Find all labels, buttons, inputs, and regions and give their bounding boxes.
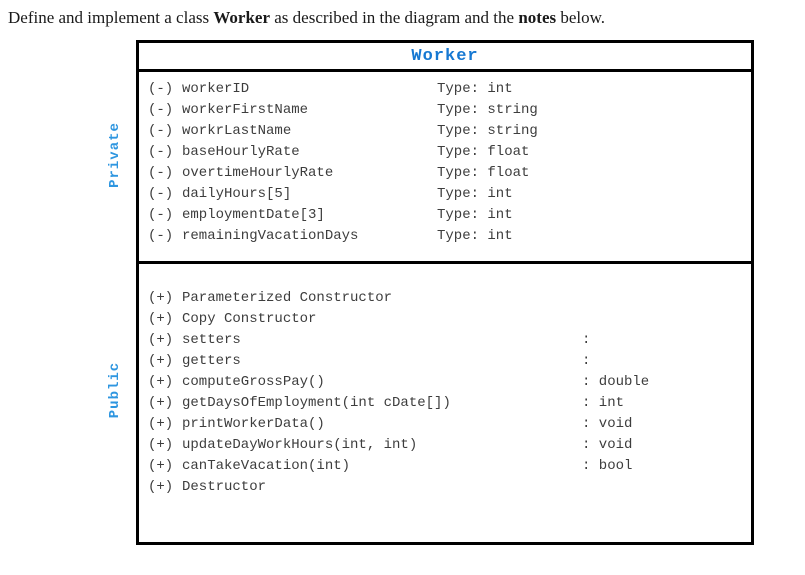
instruction-part-3: below. [556, 8, 606, 27]
public-members-section: (+) Parameterized Constructor (+) Copy Con… [139, 264, 751, 542]
member-name: dailyHours[5] [182, 186, 292, 202]
private-member-row: (-) workrLastName Type: string [148, 121, 751, 142]
instruction-text: Define and implement a class Worker as d… [8, 8, 605, 28]
visibility-prefix: (+) [148, 395, 174, 411]
visibility-prefix: (+) [148, 311, 174, 327]
method-return-type: : [582, 332, 591, 348]
method-return-type: : int [582, 395, 625, 411]
private-member-row: (-) workerFirstName Type: string [148, 100, 751, 121]
private-section-label: Private [107, 122, 123, 188]
private-member-row: (-) overtimeHourlyRate Type: float [148, 163, 751, 184]
visibility-prefix: (-) [148, 102, 174, 118]
instruction-bold-worker: Worker [213, 8, 271, 27]
private-member-row: (-) workerID Type: int [148, 79, 751, 100]
member-name: overtimeHourlyRate [182, 165, 334, 181]
member-type: Type: float [437, 165, 530, 181]
visibility-prefix: (+) [148, 290, 174, 306]
visibility-prefix: (+) [148, 458, 174, 474]
visibility-prefix: (+) [148, 374, 174, 390]
public-member-row: (+) Destructor [148, 477, 751, 498]
method-return-type: : void [582, 437, 633, 453]
method-name: updateDayWorkHours(int, int) [182, 437, 418, 453]
member-name: remainingVacationDays [182, 228, 359, 244]
method-return-type: : double [582, 374, 650, 390]
visibility-prefix: (-) [148, 123, 174, 139]
method-name: Destructor [182, 479, 267, 495]
visibility-prefix: (-) [148, 207, 174, 223]
private-member-row: (-) dailyHours[5] Type: int [148, 184, 751, 205]
method-name: Copy Constructor [182, 311, 317, 327]
method-name: canTakeVacation(int) [182, 458, 351, 474]
visibility-prefix: (+) [148, 332, 174, 348]
method-name: computeGrossPay() [182, 374, 325, 390]
instruction-part-1: Define and implement a class [8, 8, 214, 27]
member-name: workrLastName [182, 123, 292, 139]
visibility-prefix: (+) [148, 479, 174, 495]
visibility-prefix: (-) [148, 165, 174, 181]
instruction-part-2: as described in the diagram and the [270, 8, 519, 27]
method-name: printWorkerData() [182, 416, 325, 432]
member-name: baseHourlyRate [182, 144, 300, 160]
visibility-prefix: (+) [148, 437, 174, 453]
visibility-prefix: (+) [148, 416, 174, 432]
member-type: Type: string [437, 102, 538, 118]
visibility-prefix: (-) [148, 144, 174, 160]
public-member-row: (+) getDaysOfEmployment(int cDate[]) : int [148, 393, 751, 414]
private-member-row: (-) baseHourlyRate Type: float [148, 142, 751, 163]
public-member-row: (+) updateDayWorkHours(int, int) : void [148, 435, 751, 456]
method-name: setters [182, 332, 241, 348]
method-name: getDaysOfEmployment(int cDate[]) [182, 395, 451, 411]
public-section-label: Public [107, 361, 123, 419]
class-title: Worker [139, 43, 751, 72]
member-name: workerFirstName [182, 102, 309, 118]
method-return-type: : bool [582, 458, 633, 474]
public-member-row: (+) Parameterized Constructor [148, 288, 751, 309]
visibility-prefix: (-) [148, 186, 174, 202]
instruction-bold-notes: notes [518, 8, 557, 27]
method-return-type: : [582, 353, 591, 369]
public-member-row: (+) computeGrossPay() : double [148, 372, 751, 393]
member-type: Type: int [437, 186, 513, 202]
member-type: Type: int [437, 81, 513, 97]
private-member-row: (-) remainingVacationDays Type: int [148, 226, 751, 247]
public-member-row: (+) getters: [148, 351, 751, 372]
member-type: Type: int [437, 207, 513, 223]
visibility-prefix: (-) [148, 81, 174, 97]
method-name: Parameterized Constructor [182, 290, 393, 306]
class-diagram-box: Worker (-) workerID Type: int (-) workerFir… [136, 40, 754, 545]
member-type: Type: float [437, 144, 530, 160]
member-type: Type: string [437, 123, 538, 139]
public-member-row: (+) printWorkerData() : void [148, 414, 751, 435]
member-name: workerID [182, 81, 250, 97]
public-member-row: (+) setters: [148, 330, 751, 351]
method-return-type: : void [582, 416, 633, 432]
member-type: Type: int [437, 228, 513, 244]
member-name: employmentDate[3] [182, 207, 325, 223]
visibility-prefix: (+) [148, 353, 174, 369]
private-member-row: (-) employmentDate[3] Type: int [148, 205, 751, 226]
visibility-prefix: (-) [148, 228, 174, 244]
public-member-row: (+) canTakeVacation(int) : bool [148, 456, 751, 477]
method-name: getters [182, 353, 241, 369]
public-member-row: (+) Copy Constructor [148, 309, 751, 330]
